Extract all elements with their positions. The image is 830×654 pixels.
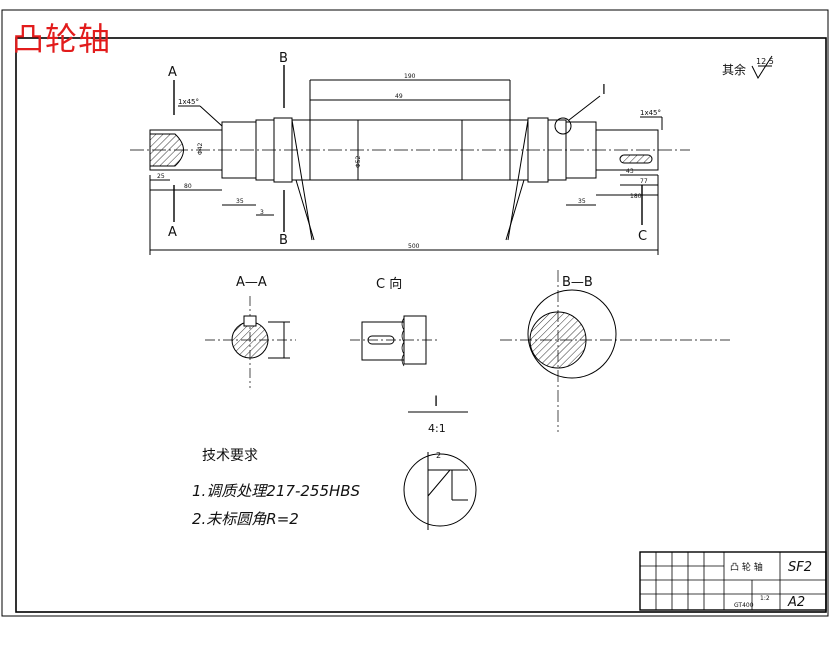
view-bb-label: B—B xyxy=(562,275,593,290)
main-shaft-view xyxy=(130,65,690,255)
dim-500: 500 xyxy=(408,243,420,250)
roughness-label: 其余 xyxy=(722,62,746,77)
view-c-label: C 向 xyxy=(376,276,402,292)
dim-35-left: 35 xyxy=(236,198,244,205)
detail-view xyxy=(403,452,477,530)
roughness-symbol-icon xyxy=(751,55,773,80)
title-block xyxy=(639,551,827,611)
roughness-value: 12.5 xyxy=(756,57,774,66)
inner-frame xyxy=(15,37,827,613)
page-title: 凸轮轴 xyxy=(12,20,112,58)
title-block-part-name: 凸 轮 轴 xyxy=(730,561,763,573)
title-block-code: SF2 xyxy=(788,560,812,575)
dim-35-right: 35 xyxy=(578,198,586,205)
detail-scale: 4:1 xyxy=(428,422,446,435)
dim-phi42: Φ42 xyxy=(197,142,204,155)
section-b-label-top: B xyxy=(279,51,288,66)
tech-req-heading: 技术要求 xyxy=(202,448,258,464)
tech-req-line-1: 1.调质处理217-255HBS xyxy=(192,482,361,500)
title-block-scale: 1:2 xyxy=(760,595,770,602)
section-a-label-top: A xyxy=(168,65,177,80)
title-block-size: A2 xyxy=(787,595,805,610)
dim-phi52: Φ52 xyxy=(355,155,362,168)
section-a-label-bottom: A xyxy=(168,225,177,240)
detail-i-label: I xyxy=(602,83,606,98)
title-block-material: GT400 xyxy=(734,602,754,609)
dim-180: 180 xyxy=(630,193,642,200)
section-aa-view xyxy=(205,296,296,388)
dim-3: 3 xyxy=(260,209,264,216)
chamfer-left: 1x45° xyxy=(178,98,199,106)
detail-title: I xyxy=(434,394,438,410)
dim-25: 25 xyxy=(157,173,165,180)
view-aa-label: A—A xyxy=(236,275,267,290)
view-c xyxy=(350,315,438,367)
chamfer-right: 1x45° xyxy=(640,109,661,117)
dim-77: 77 xyxy=(640,178,648,185)
dim-190: 190 xyxy=(404,73,416,80)
dim-80: 80 xyxy=(184,183,192,190)
detail-dim: 2 xyxy=(436,451,441,460)
section-c-label: C xyxy=(638,229,647,244)
dim-43: 43 xyxy=(626,168,634,175)
section-b-label-bottom: B xyxy=(279,233,288,248)
tech-req-line-2: 2.未标圆角R=2 xyxy=(192,510,299,528)
outer-border xyxy=(1,9,829,617)
section-bb-view xyxy=(500,270,730,432)
dim-49: 49 xyxy=(395,93,403,100)
